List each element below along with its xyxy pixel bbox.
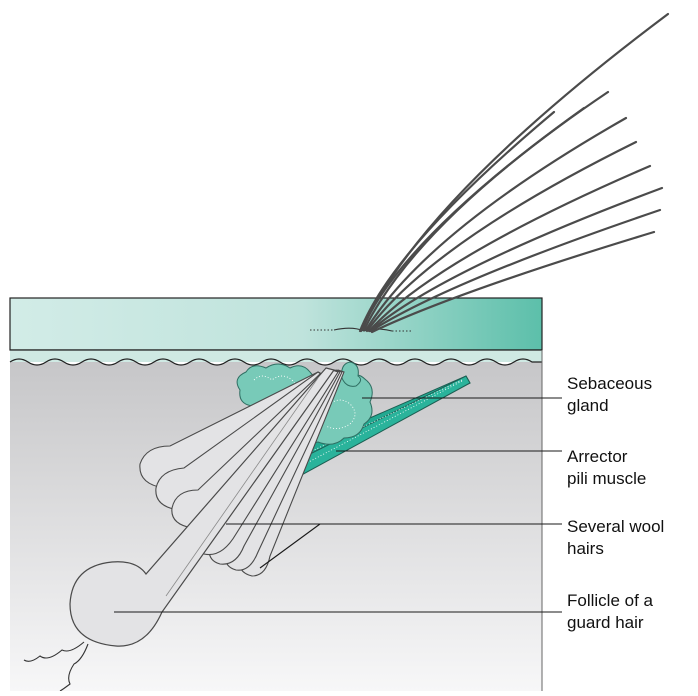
label-wool-hairs-line1: Several wool	[567, 516, 664, 538]
label-arrector-pili-line1: Arrector	[567, 446, 646, 468]
label-sebaceous-gland-line1: Sebaceous	[567, 373, 652, 395]
label-wool-hairs-line2: hairs	[567, 538, 664, 560]
label-sebaceous-gland: Sebaceous gland	[567, 373, 652, 417]
label-guard-follicle: Follicle of a guard hair	[567, 590, 653, 634]
epidermis-layer	[10, 298, 542, 350]
label-sebaceous-gland-line2: gland	[567, 395, 652, 417]
label-guard-follicle-line1: Follicle of a	[567, 590, 653, 612]
label-arrector-pili: Arrector pili muscle	[567, 446, 646, 490]
label-arrector-pili-line2: pili muscle	[567, 468, 646, 490]
label-guard-follicle-line2: guard hair	[567, 612, 653, 634]
label-wool-hairs: Several wool hairs	[567, 516, 664, 560]
hair-shafts	[360, 14, 668, 332]
